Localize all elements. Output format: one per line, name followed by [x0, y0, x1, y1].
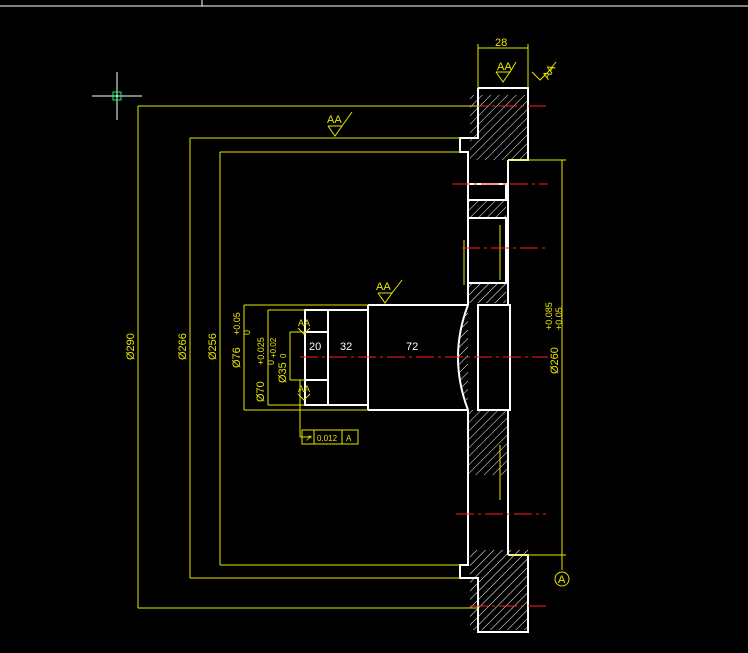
roughness-label-step-bottom: AA — [298, 384, 310, 394]
tolerance-frame[interactable]: ↗ 0.012 A — [301, 429, 359, 445]
dim-28: 28 — [495, 37, 507, 49]
dim-len-72: 72 — [406, 341, 418, 353]
crosshair-cursor-icon[interactable] — [92, 72, 142, 120]
roughness-labels: AA AA AA AA AA AA — [298, 61, 558, 394]
dim-d35: Ø35 — [277, 362, 289, 383]
roughness-label-step-top: AA — [298, 318, 310, 328]
dim-d76: Ø76 — [231, 347, 243, 368]
dim-d260-tol-lower: +0.05 — [554, 307, 564, 330]
dim-d266: Ø266 — [177, 333, 189, 360]
roughness-label-top: AA — [497, 61, 512, 73]
dim-d35-tol-upper: +0.02 — [269, 337, 278, 358]
dim-d70: Ø70 — [255, 381, 267, 402]
part-outline — [304, 87, 529, 633]
dim-d290: Ø290 — [125, 333, 137, 360]
dim-len-32: 32 — [340, 341, 352, 353]
dim-d256: Ø256 — [207, 333, 219, 360]
roughness-label-bore: AA — [327, 114, 342, 126]
dim-d76-tol-upper: +0.05 — [232, 312, 242, 335]
center-lines — [300, 105, 548, 607]
tolerance-symbol: ↗ — [305, 433, 313, 443]
tolerance-datum: A — [346, 434, 352, 443]
datum-label: A — [558, 574, 566, 586]
dim-d76-tol-lower: 0 — [242, 330, 252, 335]
datum-a-symbol: A — [554, 571, 570, 587]
roughness-symbols — [297, 61, 557, 401]
roughness-label-top-right: AA — [540, 62, 558, 81]
dimension-lines — [137, 44, 566, 609]
dim-d70-tol-lower: 0 — [266, 360, 276, 365]
dim-d70-tol-upper: +0.025 — [256, 337, 266, 365]
dim-d260-tol-upper: +0.085 — [544, 302, 554, 330]
dim-d35-tol-lower: 0 — [279, 353, 288, 358]
dim-d260: Ø260 — [549, 347, 561, 374]
roughness-label-hub: AA — [376, 281, 391, 293]
dim-len-20: 20 — [309, 341, 321, 353]
tolerance-value: 0.012 — [317, 434, 338, 443]
